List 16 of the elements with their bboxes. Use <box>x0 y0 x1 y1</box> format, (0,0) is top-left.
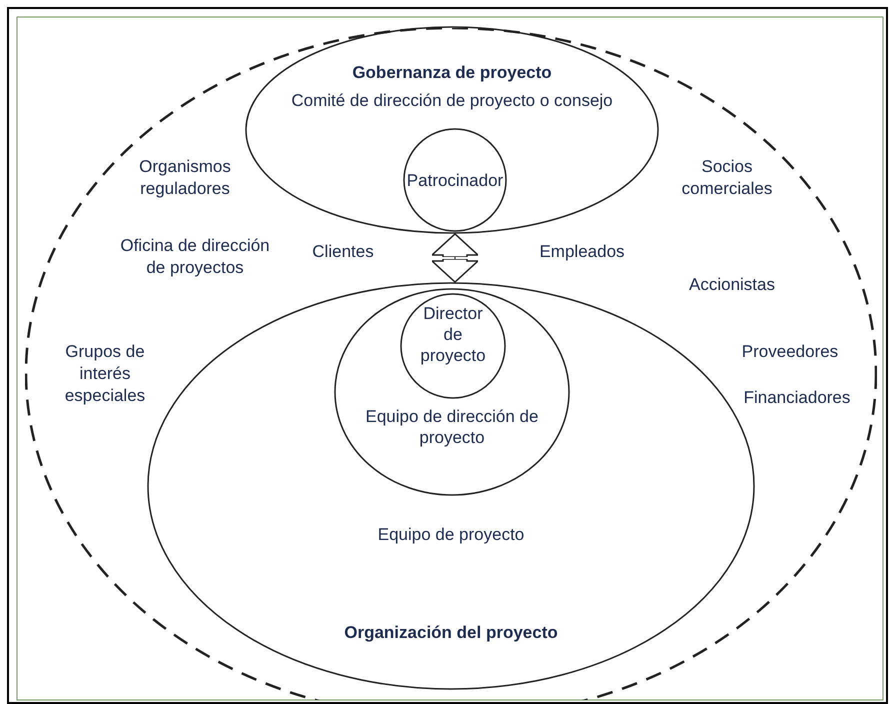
node-label: Director de proyecto <box>419 303 487 366</box>
node-label: Patrocinador <box>406 170 504 191</box>
stakeholder-label: Clientes <box>311 241 375 263</box>
stakeholder-label: Proveedores <box>740 341 840 363</box>
node-label: Equipo de proyecto <box>376 524 526 545</box>
node-label: Comité de dirección de proyecto o consejo <box>290 90 614 111</box>
stakeholder-label: Financiadores <box>742 387 852 409</box>
stakeholder-label: Socios comerciales <box>680 156 774 200</box>
stakeholder-label: Oficina de dirección de proyectos <box>119 235 271 279</box>
stakeholder-label: Accionistas <box>688 274 776 296</box>
heading-label: Organización del proyecto <box>343 622 559 643</box>
heading-label: Gobernanza de proyecto <box>351 62 553 83</box>
stakeholder-label: Grupos de interés especiales <box>64 341 146 407</box>
stakeholder-label: Organismos reguladores <box>138 156 232 200</box>
node-label: Equipo de dirección de proyecto <box>364 406 540 448</box>
stakeholder-label: Empleados <box>538 241 626 263</box>
